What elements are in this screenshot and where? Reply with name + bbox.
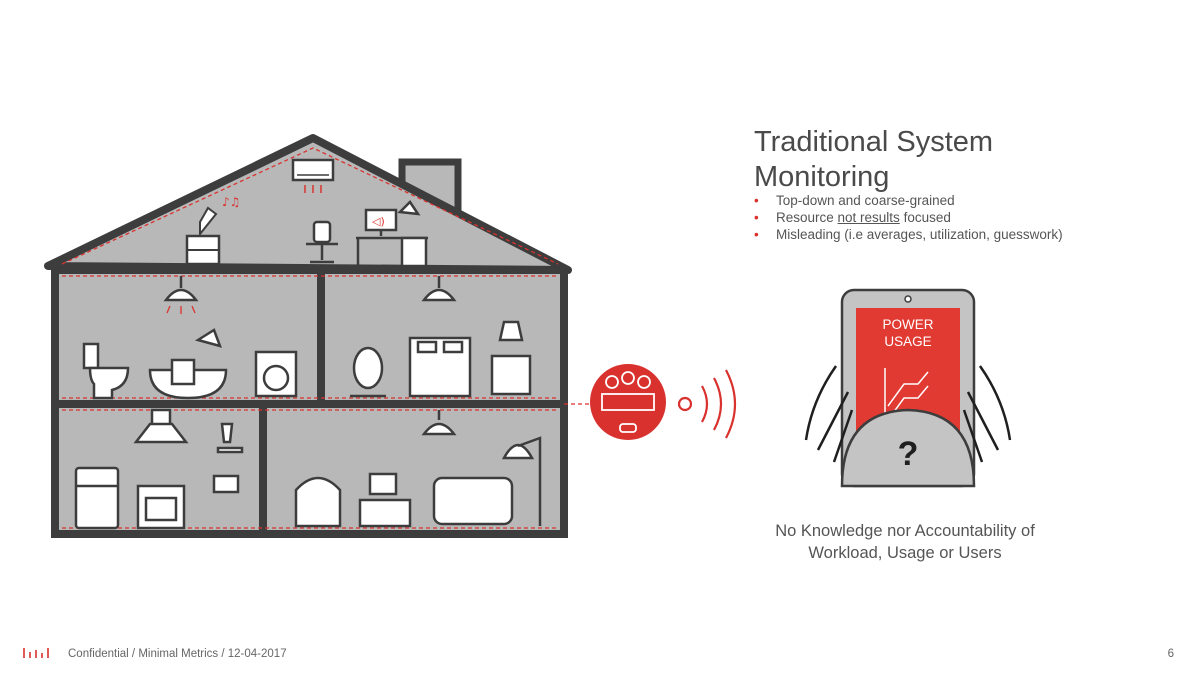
tablet-label-line2: USAGE [884, 334, 932, 349]
wireless-signal-icon [677, 369, 736, 439]
tv-stand-icon [358, 472, 412, 528]
svg-text:♪♫: ♪♫ [222, 195, 240, 209]
armchair-icon [294, 476, 342, 528]
desk-icon [356, 200, 428, 268]
mirror-icon [350, 346, 386, 398]
page-number: 6 [1167, 648, 1174, 660]
caption-line2: Workload, Usage or Users [808, 544, 1002, 562]
svg-text:◁): ◁) [372, 215, 385, 228]
ceiling-lamp-icon [421, 410, 457, 436]
caption: No Knowledge nor Accountability of Workl… [730, 520, 1080, 564]
bullet-item: • Top-down and coarse-grained [754, 193, 955, 208]
question-mark: ? [897, 435, 919, 473]
bullet-marker: • [754, 193, 759, 208]
blender-icon [212, 422, 244, 494]
bullet-marker: • [754, 210, 759, 225]
minimal-metrics-logo [23, 648, 49, 658]
nightstand-lamp-icon [490, 320, 532, 396]
fridge-icon [74, 466, 120, 530]
bathtub-icon [148, 328, 228, 400]
office-chair-icon [306, 220, 338, 264]
bullet-list: • Top-down and coarse-grained • Resource… [754, 192, 1063, 243]
slide-title: Traditional System Monitoring [754, 126, 994, 194]
bed-icon [408, 336, 472, 398]
air-conditioner-icon [291, 158, 335, 193]
sofa-icon [432, 476, 514, 526]
footer-text: Confidential / Minimal Metrics / 12-04-2… [68, 648, 287, 660]
caption-line1: No Knowledge nor Accountability of [775, 522, 1035, 540]
range-hood-icon [133, 408, 189, 444]
underlined-text: not results [837, 210, 900, 225]
smart-meter-icon [590, 364, 666, 440]
head-silhouette [840, 408, 976, 488]
hands-icon [804, 365, 1012, 463]
oven-icon [136, 484, 186, 530]
ceiling-lamp-icon [421, 276, 457, 302]
bullet-item: • Resource not results focused [754, 210, 951, 225]
washing-machine-icon [254, 350, 298, 398]
toilet-icon [82, 342, 130, 400]
bullet-marker: • [754, 227, 759, 242]
house-roof [44, 134, 572, 274]
tablet-label-line1: POWER [882, 317, 934, 332]
bullet-item: • Misleading (i.e averages, utilization,… [754, 227, 1063, 242]
ceiling-lamp-icon [163, 276, 199, 302]
gramophone-icon: ♪♫ [185, 195, 240, 266]
floor-lamp-icon [501, 436, 542, 526]
tablet-screen-label: POWER USAGE [858, 316, 958, 350]
